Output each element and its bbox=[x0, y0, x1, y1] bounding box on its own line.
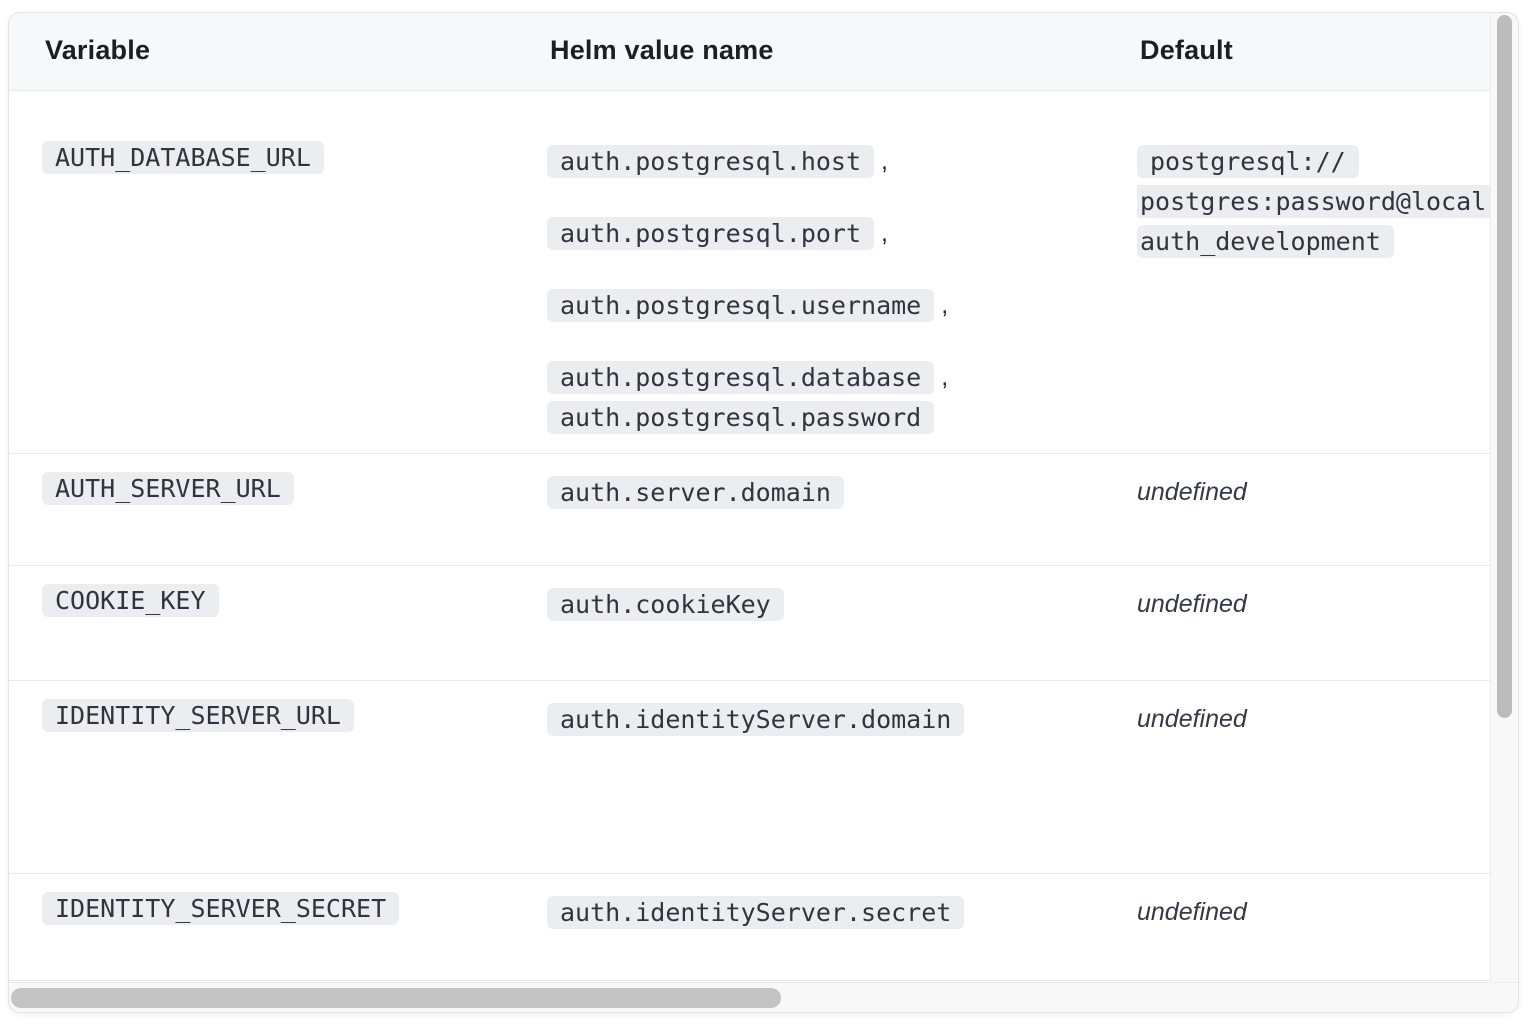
separator-comma: , bbox=[881, 218, 888, 247]
table-row: COOKIE_KEY auth.cookieKey undefined bbox=[9, 565, 1490, 680]
helm-value-line: auth.server.domain bbox=[547, 472, 1104, 512]
helm-value-cell: auth.identityServer.domain bbox=[514, 680, 1104, 873]
helm-code-chip: auth.cookieKey bbox=[547, 587, 784, 621]
variable-cell: AUTH_SERVER_URL bbox=[9, 453, 514, 565]
variable-cell: IDENTITY_SERVER_URL bbox=[9, 680, 514, 873]
separator-comma: , bbox=[941, 290, 949, 319]
default-code-chip: auth_development bbox=[1137, 224, 1394, 258]
env-vars-table-card: Variable Helm value name Default AUTH_DA… bbox=[8, 12, 1519, 1013]
default-undefined-value: undefined bbox=[1137, 590, 1247, 618]
helm-code-chip: auth.postgresql.database bbox=[547, 360, 935, 394]
variable-code-chip: IDENTITY_SERVER_URL bbox=[42, 699, 354, 732]
helm-value-cell: auth.postgresql.host,auth.postgresql.por… bbox=[514, 91, 1104, 453]
helm-code-chip: auth.identityServer.secret bbox=[547, 895, 965, 929]
helm-value-cell: auth.server.domain bbox=[514, 453, 1104, 565]
default-cell: undefined bbox=[1104, 680, 1490, 873]
default-cell: postgresql:// postgres:password@local auth… bbox=[1104, 91, 1490, 453]
helm-code-chip: auth.postgresql.username bbox=[547, 288, 935, 322]
variable-code-chip: IDENTITY_SERVER_SECRET bbox=[42, 892, 400, 925]
table-row: IDENTITY_SERVER_SECRET auth.identityServe… bbox=[9, 873, 1490, 981]
table-header-row: Variable Helm value name Default bbox=[9, 13, 1490, 91]
default-code-line: postgres:password@local bbox=[1137, 181, 1490, 221]
default-undefined-value: undefined bbox=[1137, 478, 1247, 506]
helm-code-chip: auth.server.domain bbox=[547, 475, 844, 509]
helm-value-line: auth.postgresql.username, bbox=[547, 285, 1104, 325]
column-header-variable: Variable bbox=[9, 13, 514, 91]
variable-code-chip: AUTH_SERVER_URL bbox=[42, 472, 294, 505]
horizontal-scrollbar-track[interactable] bbox=[9, 982, 1518, 1012]
helm-value-line: auth.cookieKey bbox=[547, 584, 1104, 624]
column-header-helm-value-name: Helm value name bbox=[514, 13, 1104, 91]
default-undefined-value: undefined bbox=[1137, 705, 1247, 733]
separator-comma: , bbox=[941, 362, 949, 391]
default-code-line: auth_development bbox=[1137, 221, 1490, 261]
table-row: AUTH_SERVER_URL auth.server.domain undefin… bbox=[9, 453, 1490, 565]
default-cell: undefined bbox=[1104, 565, 1490, 680]
column-header-default: Default bbox=[1104, 13, 1490, 91]
variable-cell: COOKIE_KEY bbox=[9, 565, 514, 680]
default-code-chip: postgres:password@local bbox=[1137, 184, 1490, 218]
helm-value-line: auth.postgresql.database, bbox=[547, 357, 1104, 397]
helm-value-line: auth.identityServer.secret bbox=[547, 892, 1104, 932]
default-cell: undefined bbox=[1104, 873, 1490, 981]
table-scroll-viewport[interactable]: Variable Helm value name Default AUTH_DA… bbox=[9, 13, 1490, 982]
helm-code-chip: auth.postgresql.host bbox=[547, 144, 875, 178]
vertical-scrollbar-thumb[interactable] bbox=[1497, 15, 1512, 718]
separator-comma: , bbox=[881, 146, 888, 175]
helm-code-chip: auth.identityServer.domain bbox=[547, 702, 965, 736]
default-undefined-value: undefined bbox=[1137, 898, 1247, 926]
helm-value-line: auth.postgresql.port, bbox=[547, 213, 1104, 253]
table-row: IDENTITY_SERVER_URL auth.identityServer.d… bbox=[9, 680, 1490, 873]
helm-value-cell: auth.cookieKey bbox=[514, 565, 1104, 680]
helm-value-line: auth.postgresql.host, bbox=[547, 141, 1104, 181]
variable-code-chip: AUTH_DATABASE_URL bbox=[42, 141, 324, 174]
helm-value-line: auth.identityServer.domain bbox=[547, 699, 1104, 739]
vertical-scrollbar-track[interactable] bbox=[1490, 13, 1518, 982]
default-cell: undefined bbox=[1104, 453, 1490, 565]
helm-code-chip: auth.postgresql.password bbox=[547, 400, 935, 434]
env-vars-table: Variable Helm value name Default AUTH_DA… bbox=[9, 13, 1490, 981]
helm-value-cell: auth.identityServer.secret bbox=[514, 873, 1104, 981]
variable-cell: IDENTITY_SERVER_SECRET bbox=[9, 873, 514, 981]
default-code-line: postgresql:// bbox=[1137, 141, 1490, 181]
default-code-chip: postgresql:// bbox=[1137, 144, 1359, 178]
variable-code-chip: COOKIE_KEY bbox=[42, 584, 219, 617]
horizontal-scrollbar-thumb[interactable] bbox=[11, 988, 781, 1008]
variable-cell: AUTH_DATABASE_URL bbox=[9, 91, 514, 453]
helm-code-chip: auth.postgresql.port bbox=[547, 216, 875, 250]
helm-value-line: auth.postgresql.password bbox=[547, 397, 1104, 437]
